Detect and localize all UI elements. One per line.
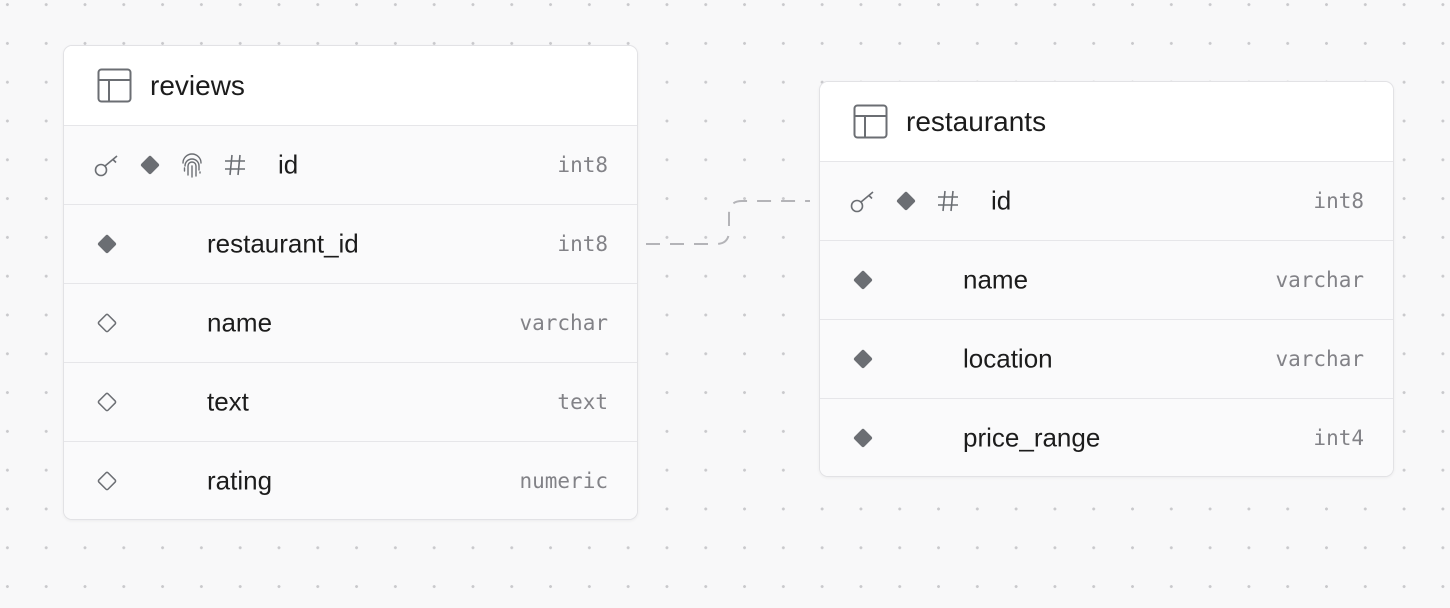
- column-type: varchar: [1275, 268, 1364, 292]
- column-row-id[interactable]: id int8: [820, 162, 1393, 241]
- column-name: name: [963, 264, 1029, 295]
- diamond-outline-icon: [93, 388, 121, 416]
- column-name: rating: [207, 465, 273, 495]
- table-header[interactable]: restaurants: [820, 82, 1393, 162]
- key-icon: [849, 187, 877, 215]
- diamond-outline-icon: [93, 309, 121, 337]
- column-name: id: [278, 149, 299, 180]
- table-icon: [853, 104, 888, 139]
- column-row-restaurant_id[interactable]: restaurant_id int8: [64, 205, 637, 284]
- column-row-id[interactable]: id int8: [64, 126, 637, 205]
- diamond-filled-icon: [892, 187, 920, 215]
- column-row-price_range[interactable]: price_range int4: [820, 399, 1393, 476]
- diamond-filled-icon: [93, 230, 121, 258]
- diamond-filled-icon: [849, 266, 877, 294]
- column-name: restaurant_id: [207, 228, 359, 259]
- column-name: location: [963, 343, 1053, 374]
- column-type: varchar: [1275, 347, 1364, 371]
- diamond-filled-icon: [136, 151, 164, 179]
- table-title: restaurants: [906, 105, 1047, 137]
- column-type: numeric: [519, 468, 608, 493]
- table-header[interactable]: reviews: [64, 46, 637, 126]
- column-name: id: [991, 185, 1012, 216]
- column-type: int4: [1313, 425, 1364, 450]
- column-type: int8: [1313, 189, 1364, 213]
- diamond-filled-icon: [849, 424, 877, 452]
- table-title: reviews: [150, 69, 245, 101]
- column-row-location[interactable]: location varchar: [820, 320, 1393, 399]
- column-name: price_range: [963, 422, 1101, 452]
- column-row-text[interactable]: text text: [64, 363, 637, 442]
- column-row-rating[interactable]: rating numeric: [64, 442, 637, 519]
- table-node-reviews[interactable]: reviews id int8 restaurant_id int8 name …: [63, 45, 638, 520]
- column-type: varchar: [519, 311, 608, 335]
- column-row-name[interactable]: name varchar: [820, 241, 1393, 320]
- column-name: text: [207, 386, 249, 417]
- diamond-outline-icon: [93, 467, 121, 495]
- fingerprint-icon: [178, 151, 206, 179]
- column-type: int8: [557, 153, 608, 177]
- column-row-name[interactable]: name varchar: [64, 284, 637, 363]
- hash-icon: [934, 187, 962, 215]
- column-type: text: [557, 390, 608, 414]
- hash-icon: [221, 151, 249, 179]
- table-node-restaurants[interactable]: restaurants id int8 name varchar locatio…: [819, 81, 1394, 477]
- column-type: int8: [557, 232, 608, 256]
- column-name: name: [207, 307, 273, 338]
- diamond-filled-icon: [849, 345, 877, 373]
- table-icon: [97, 68, 132, 103]
- key-icon: [93, 151, 121, 179]
